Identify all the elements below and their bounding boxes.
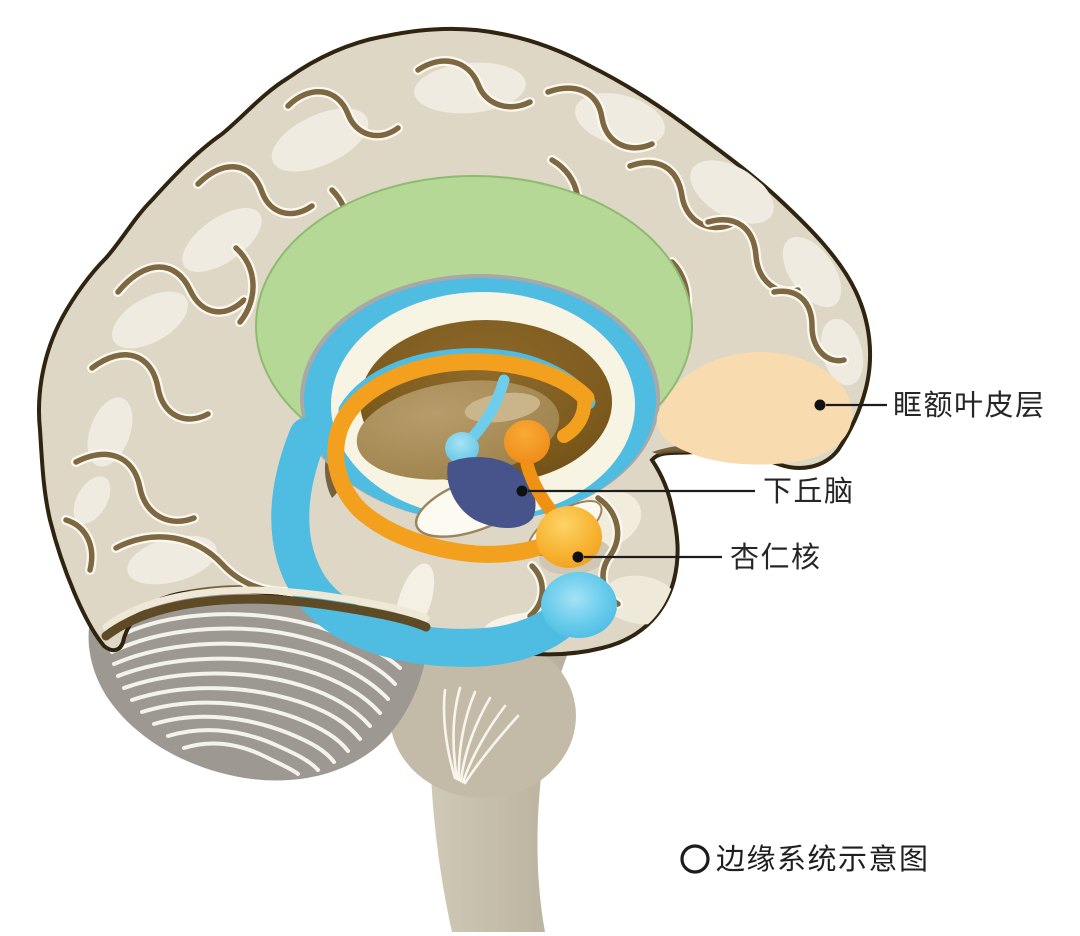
pointer-dot [572,551,584,563]
cerebellum-folia-stripes [110,612,402,776]
pons-fiber-lines [442,686,520,785]
brainstem [390,588,596,932]
label-orbitofrontal-cortex: 眶额叶皮层 [893,389,1046,422]
pointer-dot [814,399,826,411]
caption: 边缘系统示意图 [680,843,930,876]
hippocampus-bulb [541,572,617,638]
fornix-terminal-bulb [445,432,479,464]
circle-marker-icon [680,844,710,874]
pointer-dot [516,485,528,497]
label-amygdala: 杏仁核 [730,541,822,574]
label-hypothalamus: 下丘脑 [763,475,855,508]
annotation-orbitofrontal-cortex: 眶额叶皮层 [814,389,1046,422]
annotation-hypothalamus: 下丘脑 [516,475,855,508]
hypothalamus-region [447,456,536,528]
orbitofrontal-cortex-region [656,352,853,465]
caption-text: 边缘系统示意图 [716,843,930,876]
pons [390,634,576,798]
annotation-amygdala: 杏仁核 [572,541,822,574]
cerebrum [36,26,873,667]
amygdala-bulb [536,506,602,568]
hippocampal-band [271,417,581,667]
tentorium-edge [101,586,431,641]
mammillary-body [504,420,550,464]
